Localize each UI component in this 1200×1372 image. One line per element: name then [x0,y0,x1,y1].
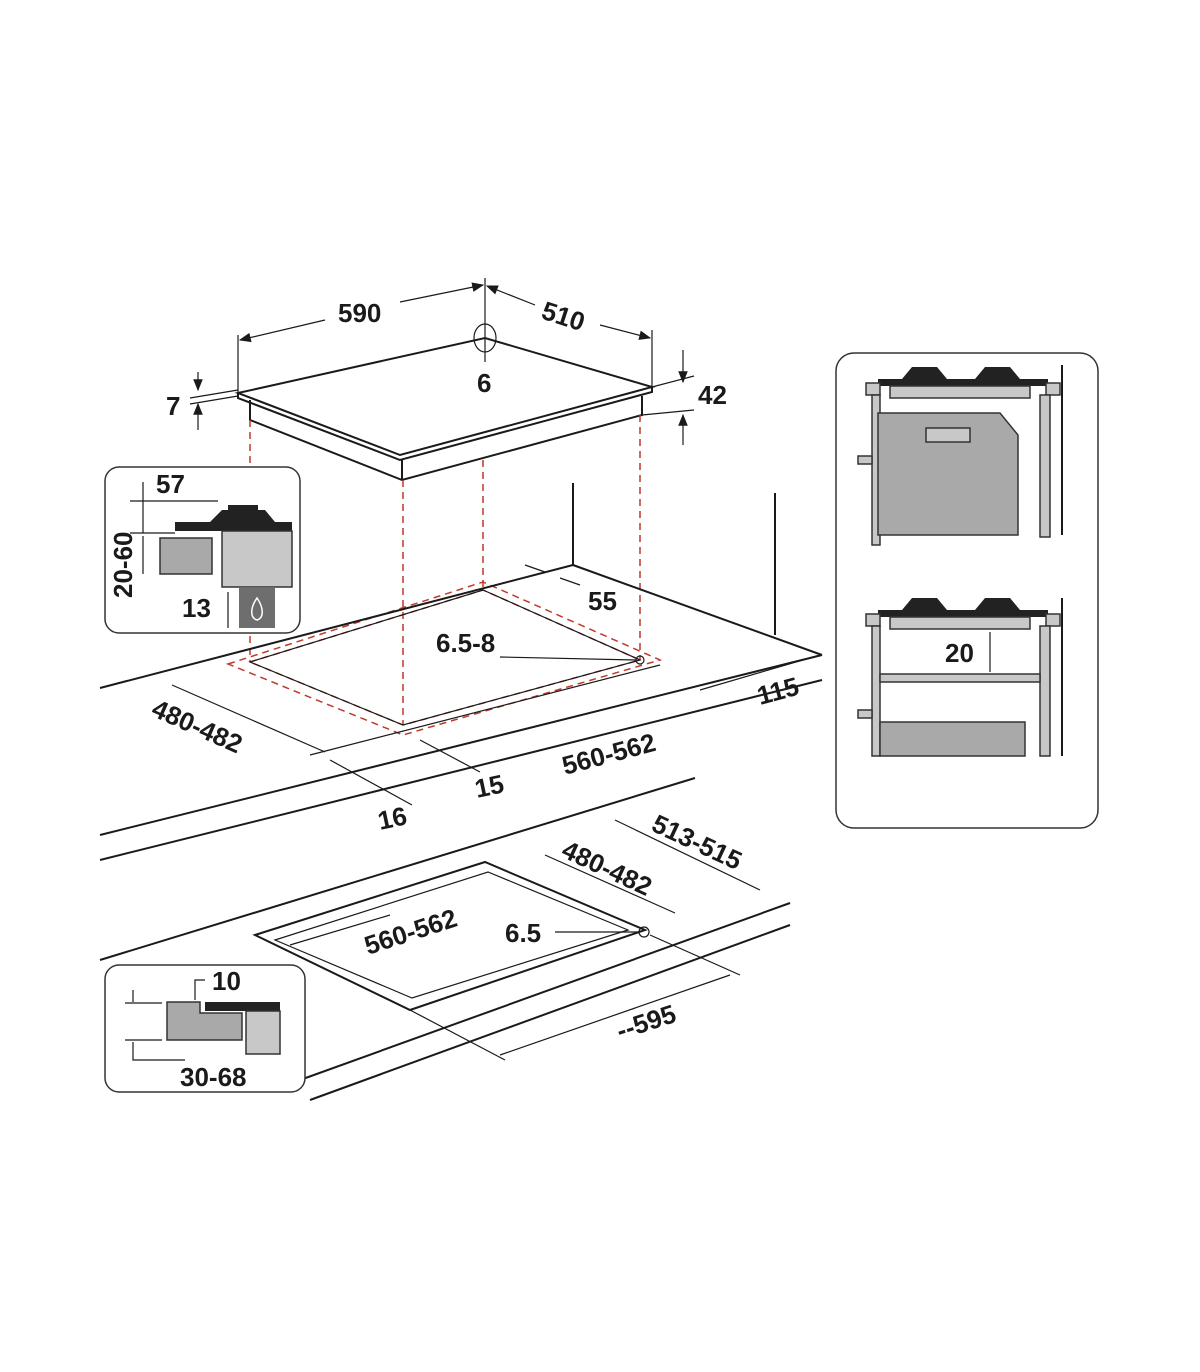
countertop-flush-view [99,777,791,1101]
flame-icon [251,596,263,621]
dim-front-16: 16 [375,801,410,836]
inset-dim-13: 13 [182,593,211,623]
countertop-top-view [99,483,823,861]
dim-frame-depth: 513-515 [647,808,746,876]
inset-gas-connection [104,466,301,634]
dim-hob-width: 590 [338,298,381,328]
dim-front-15: 15 [472,769,507,804]
dim-hob-height: 42 [698,380,727,410]
inset-dim-30-68: 30-68 [180,1062,247,1092]
dim-hob-depth: 510 [538,295,589,337]
dim-flush-fixing-hole: 6.5 [505,918,541,948]
dim-cutout-width: 560-562 [559,727,659,781]
dim-cutout-depth: 480-482 [148,693,247,759]
inset-dim-10: 10 [212,966,241,996]
dim-back-distance: 55 [588,586,617,616]
inset-dim-57: 57 [156,469,185,499]
dim-frame-width: --595 [613,998,680,1045]
dim-flush-cutout-depth: 480-482 [557,834,656,902]
dim-corner: 6 [477,368,491,398]
inset-flush-profile [104,964,306,1093]
hob-dimension-lines [189,282,695,445]
hob-appliance [234,278,656,482]
inset-dim-20: 20 [945,638,974,668]
inset-installation-cabinets [835,352,1099,829]
dim-flush-cutout-width: 560-562 [361,903,461,961]
dim-side-distance: 115 [754,671,802,711]
inset-dim-20-60: 20-60 [108,532,138,599]
dim-fixing-hole: 6.5-8 [436,628,495,658]
dim-glass-thickness: 7 [166,391,180,421]
